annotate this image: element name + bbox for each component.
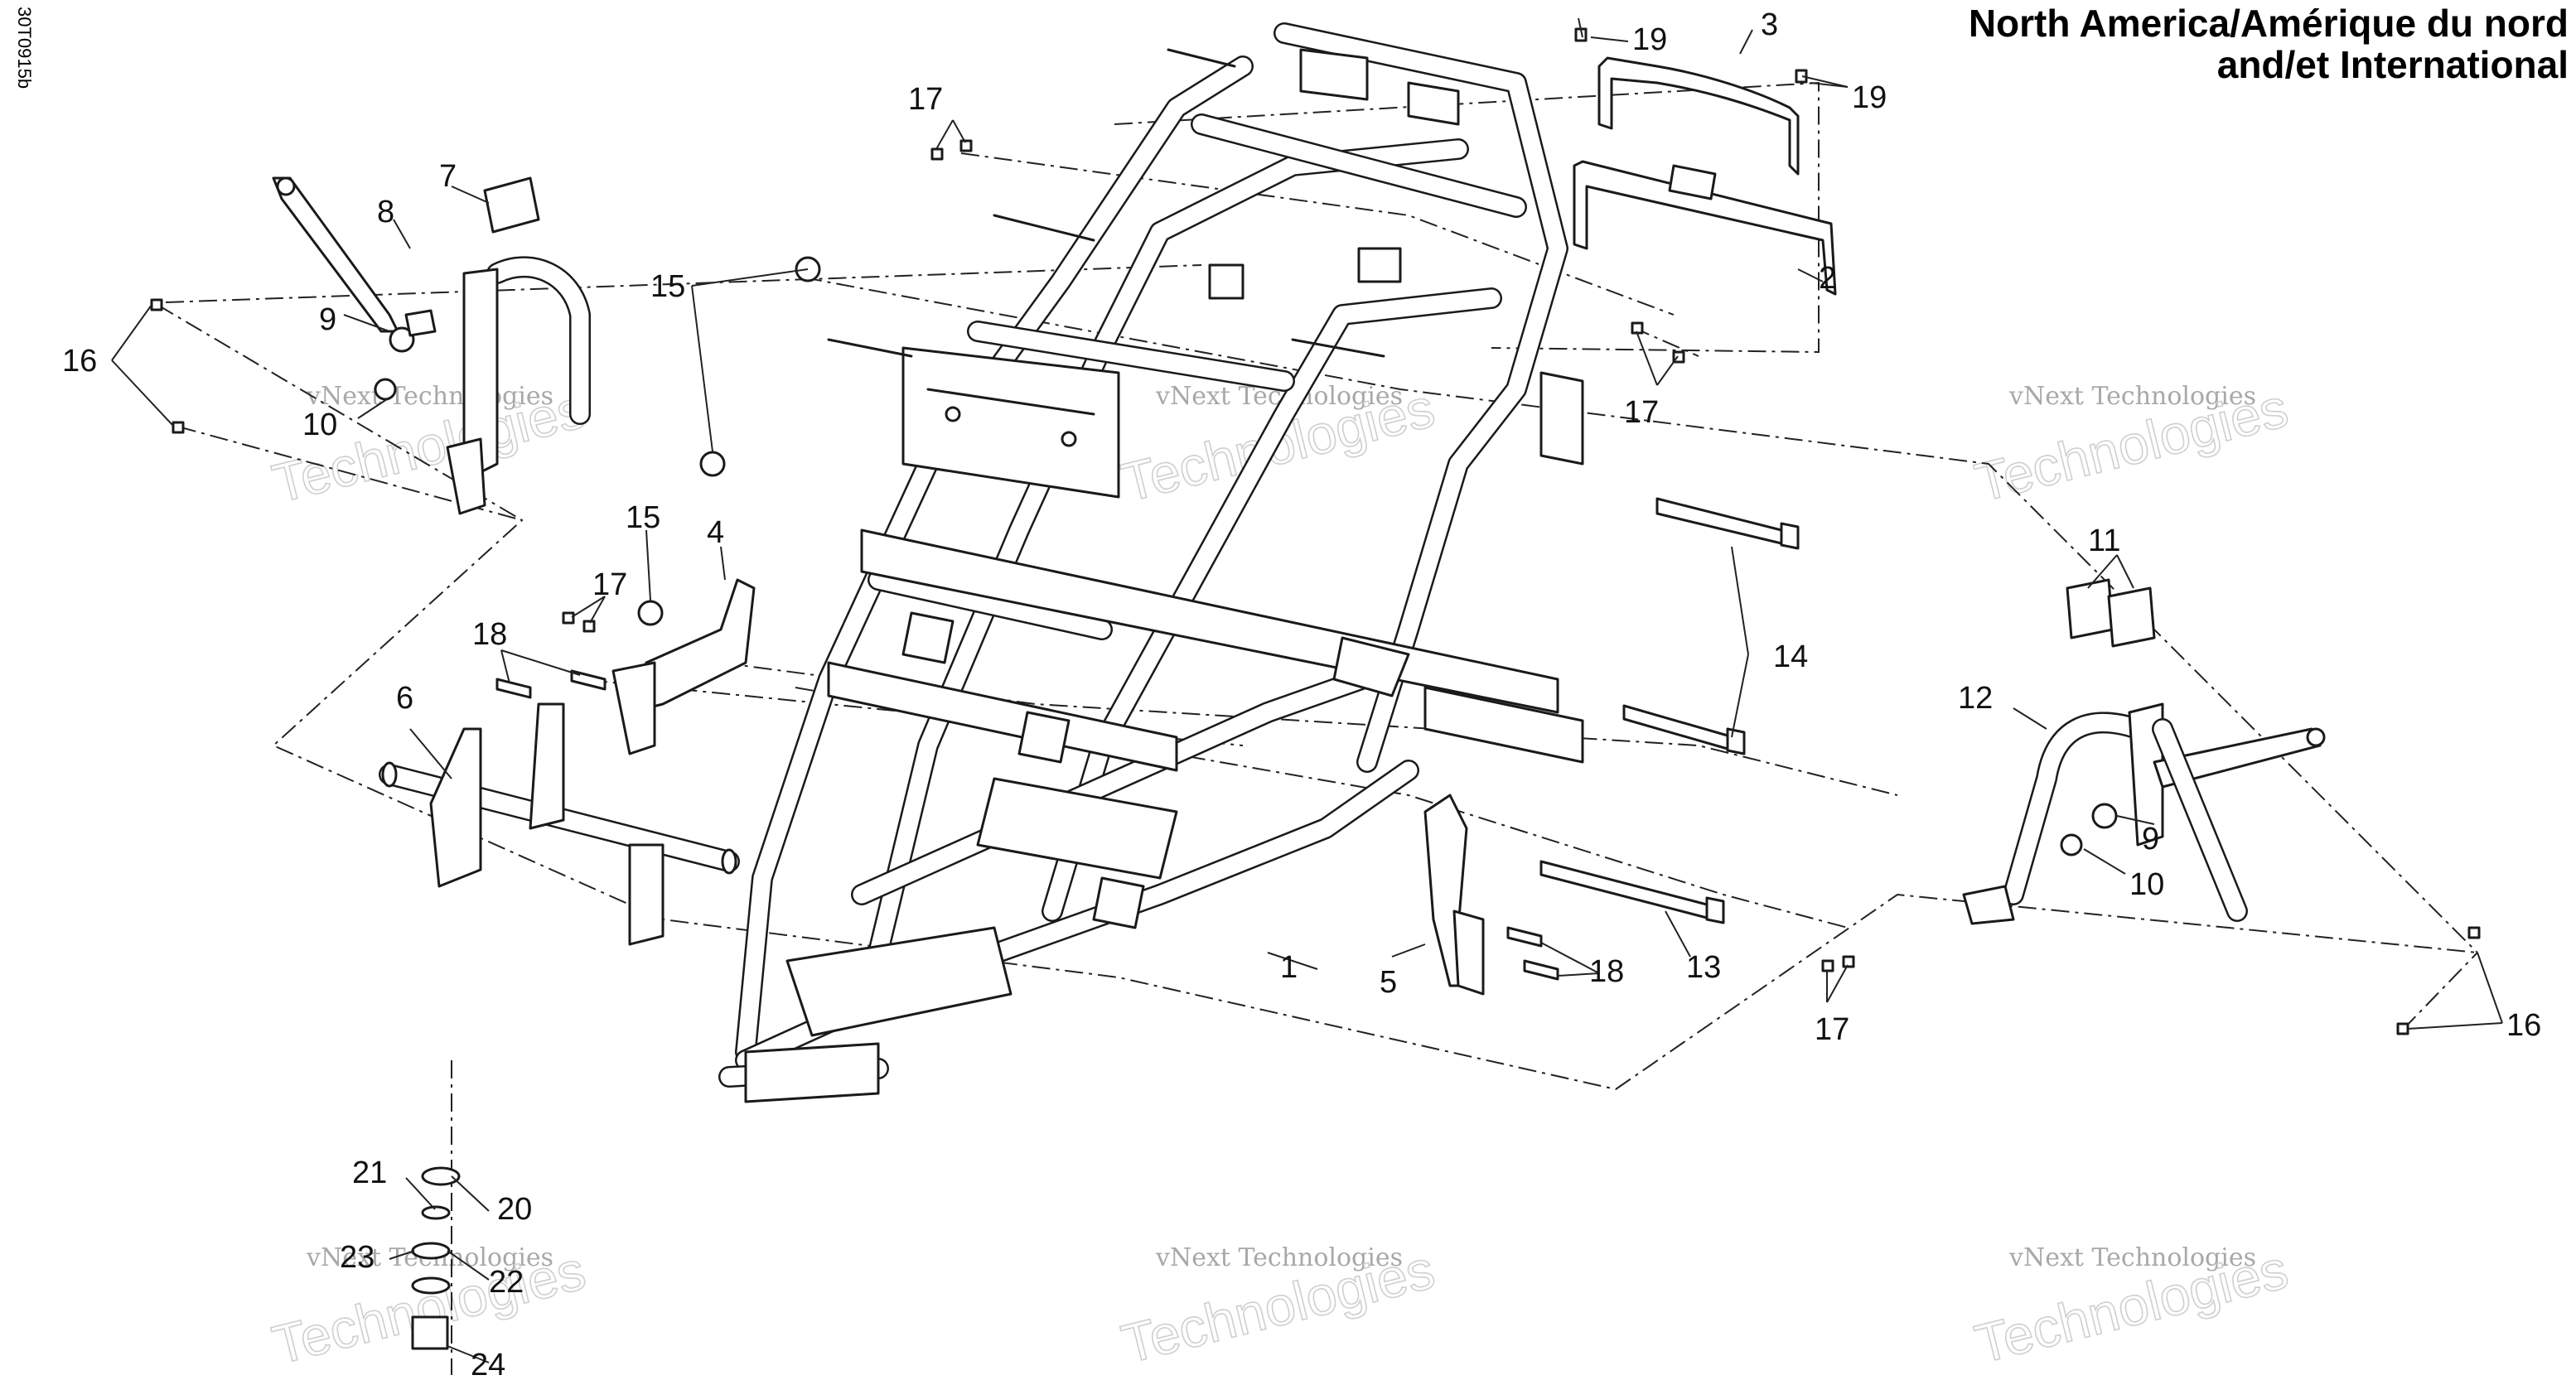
callout-24: 24 xyxy=(471,1348,505,1380)
callout-5: 5 xyxy=(1380,965,1397,1000)
main-frame xyxy=(718,22,1584,1103)
callout-8: 8 xyxy=(377,195,394,229)
watermark-bottom-left: vNext Technologies Technologies xyxy=(266,1238,592,1377)
callout-4: 4 xyxy=(707,515,724,550)
mount-stack xyxy=(411,1166,461,1350)
callout-17-bottom: 17 xyxy=(1815,1012,1849,1047)
bracket-5 xyxy=(1423,794,1485,996)
callout-10-right: 10 xyxy=(2129,867,2164,902)
callout-16-right: 16 xyxy=(2506,1008,2541,1043)
callout-10-left: 10 xyxy=(302,408,337,442)
bracket-4 xyxy=(611,578,756,755)
right-bracket-assembly xyxy=(1962,578,2326,925)
title-line-2: and/et International xyxy=(2217,43,2569,86)
callout-9-right: 9 xyxy=(2142,822,2159,856)
callout-17-left: 17 xyxy=(592,567,627,602)
callout-13: 13 xyxy=(1686,950,1721,985)
callout-12: 12 xyxy=(1958,681,1993,716)
title-line-1: North America/Amérique du nord xyxy=(1969,2,2569,45)
callout-15-upper: 15 xyxy=(650,269,685,304)
svg-text:vNext Technologies: vNext Technologies xyxy=(306,382,553,411)
rear-bracket-assembly xyxy=(1573,56,1837,296)
callout-19-right: 19 xyxy=(1852,80,1887,115)
svg-text:vNext Technologies: vNext Technologies xyxy=(2008,382,2256,411)
callout-7: 7 xyxy=(439,159,457,194)
shaft-6 xyxy=(379,702,740,946)
callout-1: 1 xyxy=(1280,950,1298,985)
watermark-bottom-right: vNext Technologies Technologies xyxy=(1969,1238,2294,1376)
drawing-code: 30T0915b xyxy=(14,7,35,89)
svg-text:vNext Technologies: vNext Technologies xyxy=(2008,1243,2256,1272)
callout-21: 21 xyxy=(352,1156,387,1190)
callout-20: 20 xyxy=(497,1192,532,1227)
nuts-15 xyxy=(637,256,821,626)
callout-18-right: 18 xyxy=(1589,954,1624,989)
callout-6: 6 xyxy=(396,681,413,716)
callout-16-left: 16 xyxy=(62,344,97,379)
callout-11: 11 xyxy=(2088,524,2120,558)
callout-15-lower: 15 xyxy=(626,500,660,535)
leader-lines xyxy=(111,17,2503,1363)
callout-22: 22 xyxy=(489,1265,524,1300)
bolts-13-14 xyxy=(1539,497,1800,924)
left-bracket-assembly xyxy=(272,176,591,515)
svg-text:vNext Technologies: vNext Technologies xyxy=(1155,1243,1403,1272)
callout-19-left: 19 xyxy=(1632,22,1667,57)
callout-2: 2 xyxy=(1819,261,1836,296)
callout-9-left: 9 xyxy=(319,302,336,337)
watermark-bottom-center: vNext Technologies Technologies xyxy=(1115,1238,1441,1376)
callout-23: 23 xyxy=(340,1240,375,1275)
callouts: 1 2 3 4 5 6 7 8 9 9 10 10 11 12 13 14 15… xyxy=(62,7,2541,1380)
callout-14: 14 xyxy=(1773,639,1808,674)
callout-3: 3 xyxy=(1761,7,1778,42)
callout-17-top: 17 xyxy=(908,82,943,117)
callout-17-mid: 17 xyxy=(1624,395,1659,430)
callout-18-left: 18 xyxy=(472,617,507,652)
